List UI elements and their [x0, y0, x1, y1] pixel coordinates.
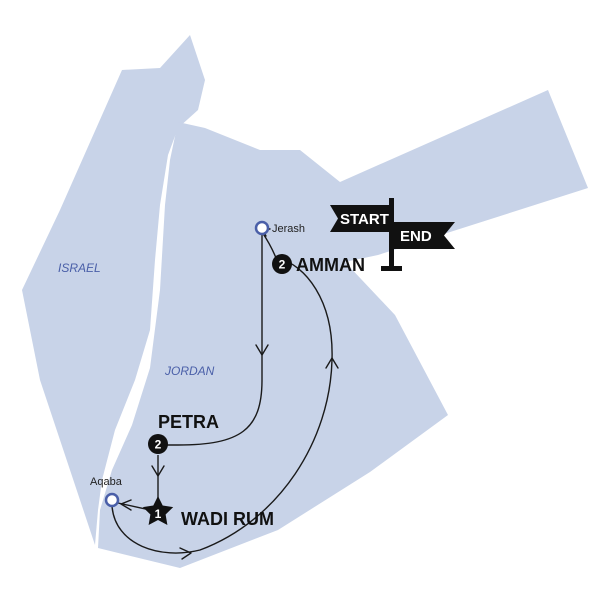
arrow-jerash-petra [255, 344, 269, 356]
country-label-israel: ISRAEL [58, 261, 101, 275]
waypoint-circle-icon [254, 220, 270, 236]
route-jerash-petra [160, 232, 263, 446]
route-aqaba-amman [111, 257, 333, 554]
city-label-wadi-rum: WADI RUM [181, 509, 274, 529]
start-label: START [340, 211, 389, 228]
arrow-north [325, 357, 339, 369]
waypoint-circle-icon [104, 492, 120, 508]
start-end-signpost-icon: START END [330, 198, 455, 271]
waypoint-aqaba: Aqaba [90, 476, 123, 508]
badge-nights-wadi-rum: 1 [155, 507, 162, 521]
land [22, 35, 588, 568]
arrow-aqaba-south [179, 547, 192, 560]
arrow-petra-wadirum [151, 465, 165, 477]
stop-petra: PETRA 2 [148, 412, 219, 454]
waypoint-label-jerash: Jerash [272, 223, 305, 235]
end-label: END [400, 228, 432, 245]
waypoint-label-aqaba: Aqaba [90, 476, 123, 488]
circle-number-icon [272, 254, 292, 274]
stop-amman: 2 AMMAN [272, 254, 365, 275]
jordan-region [98, 90, 588, 568]
end-flag [394, 222, 455, 249]
israel-region [22, 35, 205, 545]
star-badge-icon [142, 496, 174, 525]
arrow-wadirum-aqaba [120, 499, 132, 511]
start-flag [330, 205, 394, 232]
waypoint-jerash: Jerash [254, 220, 305, 236]
badge-nights-amman: 2 [279, 258, 286, 272]
signpost-pole [389, 198, 394, 268]
country-label-jordan: JORDAN [164, 364, 215, 378]
city-label-petra: PETRA [158, 412, 219, 432]
stop-wadi-rum: 1 WADI RUM [142, 496, 274, 529]
city-label-amman: AMMAN [296, 255, 365, 275]
badge-nights-petra: 2 [155, 438, 162, 452]
signpost-base [381, 266, 402, 271]
circle-number-icon [148, 434, 168, 454]
